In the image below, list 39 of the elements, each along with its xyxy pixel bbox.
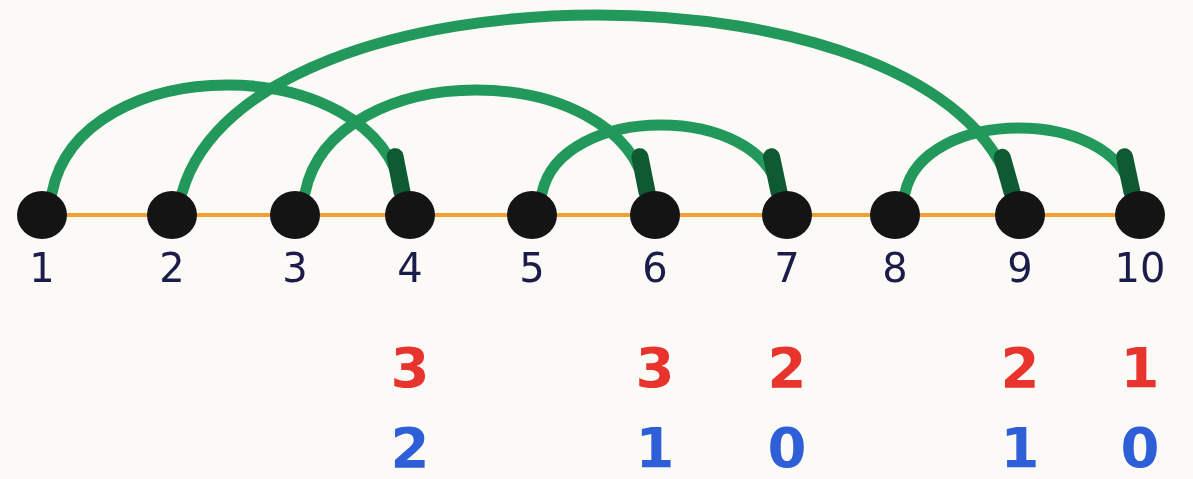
line-segment [433,213,509,217]
vertex-number: 1 [28,248,56,288]
vertex-number: 4 [396,248,424,288]
upper-number: 3 [634,340,676,396]
vertex-dot [630,191,680,239]
vertex-number: 2 [158,248,186,288]
line-segment [678,213,764,217]
line-segment [318,213,387,217]
lower-number: 0 [1119,420,1161,476]
vertex-number: 9 [1006,248,1034,288]
vertex-dot [762,191,812,239]
vertex-number: 8 [881,248,909,288]
vertex-dot [1115,191,1165,239]
lower-number: 2 [389,420,431,476]
line-segment [555,213,632,217]
vertex-number: 3 [281,248,309,288]
vertex-dot [507,191,557,239]
upper-number: 1 [1119,340,1161,396]
line-segment [1043,213,1117,217]
vertex-dot [870,191,920,239]
line-segment [65,213,149,217]
vertex-dot [385,191,435,239]
vertex-number: 7 [773,248,801,288]
line-segment [918,213,997,217]
line-segment [195,213,272,217]
vertex-dot [17,191,67,239]
line-segment [810,213,872,217]
vertex-number: 6 [641,248,669,288]
vertex-dot [147,191,197,239]
upper-number: 2 [999,340,1041,396]
vertex-dot [995,191,1045,239]
upper-number: 3 [389,340,431,396]
upper-number: 2 [766,340,808,396]
vertex-number: 10 [1113,248,1167,288]
lower-number: 0 [766,420,808,476]
vertex-number: 5 [518,248,546,288]
lower-number: 1 [634,420,676,476]
vertex-dot [270,191,320,239]
lower-number: 1 [999,420,1041,476]
